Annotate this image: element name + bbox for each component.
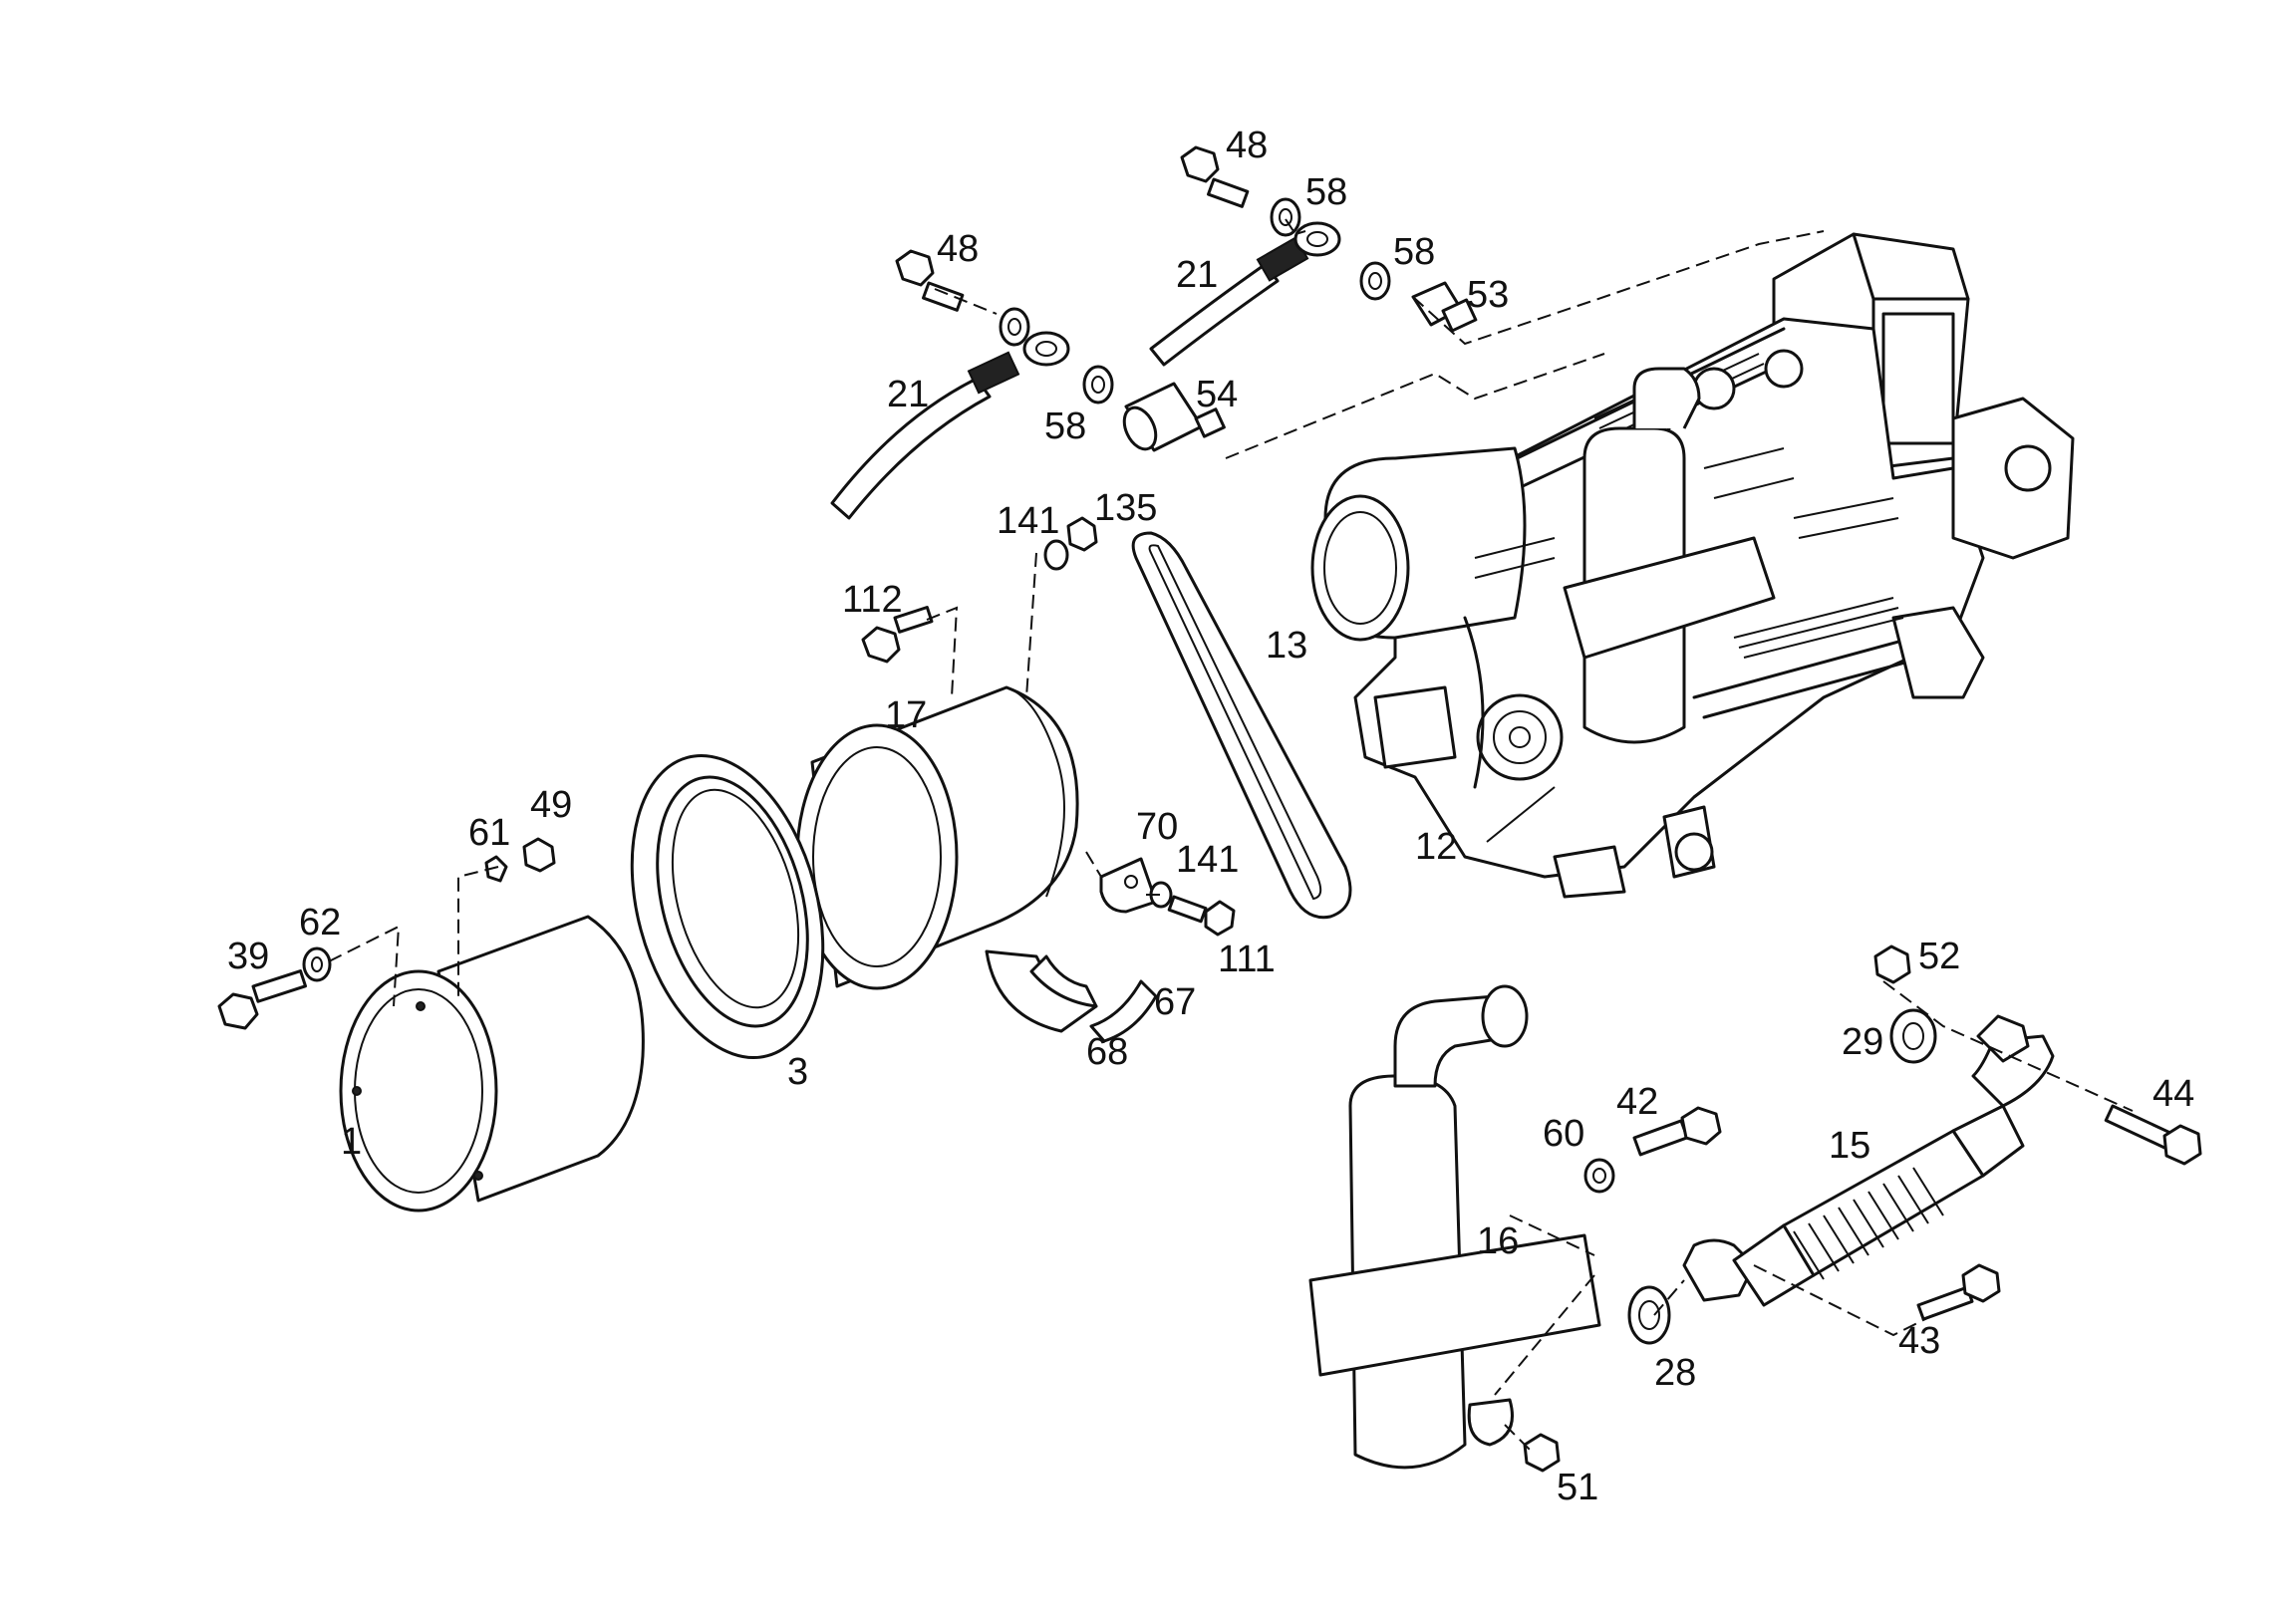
bolt-part-48-top [1180,145,1250,208]
fitting-part-53 [1411,281,1478,333]
label-51: 51 [1557,1467,1598,1508]
nut-washer-141-135 [1043,516,1098,571]
bolt-part-39 [217,969,307,1030]
washers-part-58 [999,197,1391,404]
label-58-top: 58 [1305,171,1347,213]
cylinder-part-17 [795,685,1079,990]
label-42: 42 [1616,1081,1658,1123]
fitting-part-54 [1122,382,1226,452]
label-16: 16 [1477,1220,1519,1262]
label-21-left: 21 [887,374,929,415]
ring-part-3 [630,753,825,1060]
label-112: 112 [842,579,903,621]
label-53: 53 [1467,274,1509,316]
label-52: 52 [1918,936,1960,977]
seal-parts-67-68 [985,949,1158,1043]
belt-part-13 [1131,531,1352,920]
label-54: 54 [1196,374,1238,415]
label-62: 62 [299,902,341,944]
label-70: 70 [1136,806,1178,848]
part-labels: 48 58 48 21 58 53 21 54 58 141 135 112 1… [227,125,2194,1508]
washer-nut-61-49 [484,837,556,883]
label-15: 15 [1829,1125,1870,1167]
hose-part-21-left [830,331,1070,520]
label-141-bottom: 141 [1176,839,1239,881]
engine-assembly [1310,232,2075,899]
label-48-left: 48 [937,228,979,270]
nut-part-51 [1523,1433,1561,1473]
label-12: 12 [1415,826,1457,868]
cylinder-part-1 [339,915,645,1213]
bolt-part-48-left [895,249,965,312]
label-111: 111 [1218,939,1276,980]
label-61: 61 [468,812,510,854]
label-141-top: 141 [997,500,1059,542]
clamp-part-70 [1099,857,1158,914]
label-58-right: 58 [1393,231,1435,273]
label-21-right: 21 [1176,254,1218,296]
bolt-part-111 [1149,881,1236,937]
bolt-part-44 [2104,1104,2202,1166]
label-28: 28 [1654,1352,1696,1394]
muffler-part-16 [1308,984,1601,1470]
label-48-top: 48 [1226,125,1268,166]
label-3: 3 [787,1051,808,1093]
label-49: 49 [530,784,572,826]
label-60: 60 [1543,1113,1584,1155]
label-67: 67 [1154,981,1196,1023]
label-1: 1 [341,1121,362,1163]
hose-part-21-right [1149,221,1341,367]
label-39: 39 [227,936,269,977]
bolt-part-43 [1916,1263,2001,1321]
bolt-part-112 [861,605,934,664]
gasket-part-28 [1627,1285,1671,1345]
label-58-bottom: 58 [1044,405,1086,447]
assembly-leader-lines [328,218,2134,1451]
label-135: 135 [1094,487,1157,529]
label-17: 17 [885,694,927,736]
nut-washer-52-29 [1873,944,1937,1064]
washer-part-62 [302,946,332,982]
label-44: 44 [2152,1073,2194,1115]
label-29: 29 [1842,1021,1883,1063]
label-13: 13 [1266,625,1307,667]
bolt-washer-42-60 [1583,1106,1722,1194]
label-68: 68 [1086,1031,1128,1073]
label-43: 43 [1898,1320,1940,1362]
